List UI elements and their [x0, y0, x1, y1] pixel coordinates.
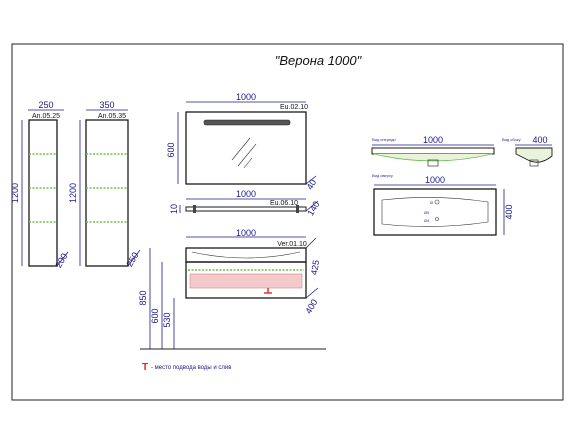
cabinet-left-code: An.05.25 [32, 113, 60, 120]
cabinet-right: 350 An.05.35 1200 250 [68, 100, 140, 269]
sink-top-d1: Ø [430, 200, 433, 205]
shelf-height: 10 [169, 204, 179, 214]
sink-top-view: Вид сверху 1000 Ø Ø5 Ø4 400 [372, 173, 514, 236]
legend-note: Т - место подвода воды и слив [142, 362, 231, 373]
mirror-width: 1000 [236, 92, 256, 102]
shelf-code: Eu.06.10 [270, 200, 298, 207]
vanity-low-height: 530 [162, 312, 172, 327]
sink-side-label: Вид сбоку [502, 137, 521, 142]
drawing-frame [11, 43, 564, 401]
note-text: - место подвода воды и слив [151, 365, 231, 371]
sink-front-width: 1000 [423, 135, 443, 145]
cabinet-right-width: 350 [99, 100, 114, 110]
cabinet-left-width: 250 [38, 100, 53, 110]
cabinet-right-height: 1200 [68, 183, 78, 203]
vanity-depth: 400 [303, 297, 319, 315]
glass-shelf: 1000 Eu.06.10 10 140 [169, 189, 321, 218]
vanity-unit: 1000 Ver.01.10 425 400 850 600 530 [138, 228, 326, 350]
shelf-width: 1000 [236, 189, 256, 199]
sink-top-depth: 400 [504, 204, 514, 219]
drawing-title: "Верона 1000" [275, 53, 363, 68]
vanity-code: Ver.01.10 [277, 241, 307, 248]
mirror-depth: 40 [305, 178, 319, 192]
vanity-total-height: 850 [138, 290, 148, 305]
cabinet-left-height: 1200 [10, 183, 20, 203]
cabinet-right-code: An.05.35 [98, 113, 126, 120]
cabinet-left: 250 An.05.25 1200 200 [10, 100, 69, 270]
sink-side-view: Вид сбоку 400 [502, 135, 553, 167]
mirror: 1000 Eu.02.10 600 40 [166, 92, 318, 191]
note-marker: Т [142, 362, 148, 373]
sink-top-width: 1000 [425, 175, 445, 185]
vanity-width: 1000 [236, 228, 256, 238]
vanity-height: 425 [309, 259, 321, 276]
sink-top-label: Вид сверху [372, 173, 393, 178]
sink-top-d3: Ø4 [424, 218, 430, 223]
sink-side-width: 400 [532, 135, 547, 145]
cabinet-left-depth: 200 [53, 251, 69, 269]
shelf-depth: 140 [305, 199, 321, 217]
vanity-mid-height: 600 [150, 308, 160, 323]
sink-top-d2: Ø5 [424, 210, 430, 215]
mirror-height: 600 [166, 142, 176, 157]
mirror-code: Eu.02.10 [280, 104, 308, 111]
sink-front-view: Вид спереди 1000 [371, 135, 495, 167]
sink-front-label: Вид спереди [372, 137, 396, 142]
